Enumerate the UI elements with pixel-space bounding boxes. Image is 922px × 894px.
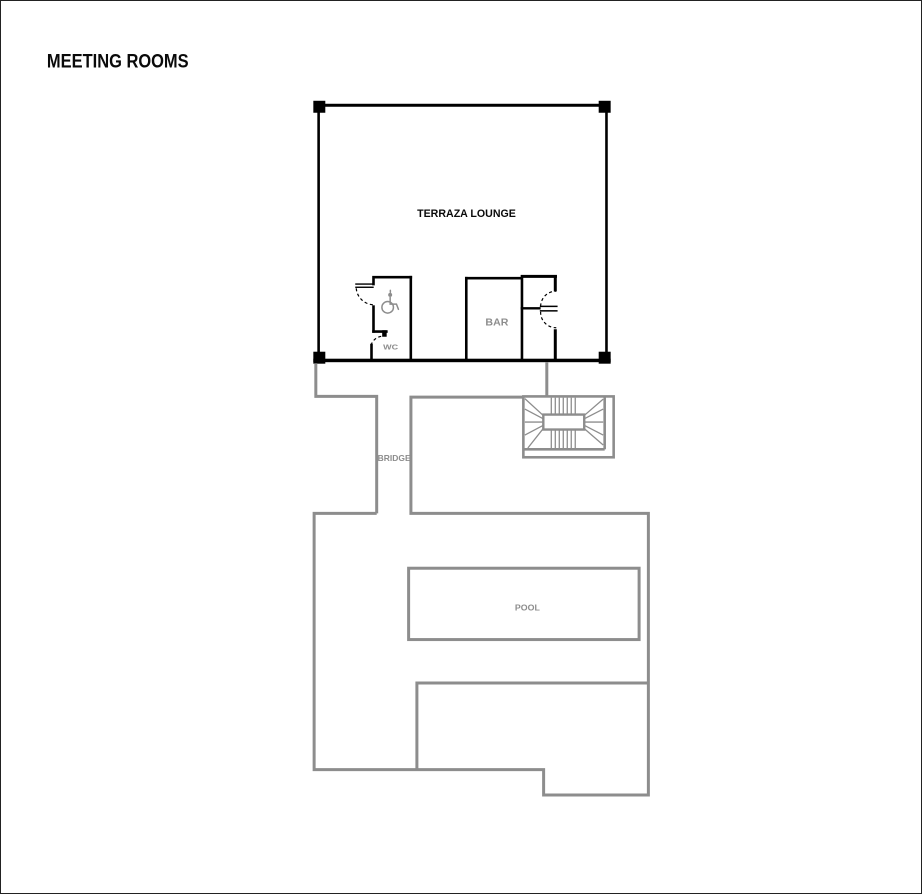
stair-treads-lower <box>550 429 576 449</box>
stairwell <box>522 395 615 459</box>
stair-winder <box>584 424 604 436</box>
page-title: MEETING ROOMS <box>47 51 189 72</box>
wc-south-wall <box>372 330 388 333</box>
bridge-west-path <box>314 363 379 514</box>
wheelchair-accessible-icon <box>381 289 400 314</box>
stair-winder <box>527 428 544 449</box>
bridge-label: BRIDGE <box>378 454 411 463</box>
service-mid-wall <box>520 307 541 310</box>
bar-north-wall <box>464 276 523 280</box>
lounge-east-wall <box>605 106 608 360</box>
stair-winders-left <box>524 398 544 449</box>
wc-door-leaf <box>355 283 374 285</box>
wheelchair-icon-head <box>388 292 393 297</box>
lounge-west-wall <box>317 106 320 360</box>
stair-outer-box <box>522 395 615 459</box>
stair-winder <box>584 428 604 446</box>
pool-label: POOL <box>515 603 540 613</box>
pool-terrace: BRIDGE POOL <box>312 362 650 797</box>
service-north-wall <box>520 274 557 278</box>
service-room <box>520 274 558 361</box>
wc-door-swing-arc <box>355 288 374 306</box>
wc-label: WC <box>383 343 399 352</box>
wc-room <box>355 275 413 362</box>
stair-winder <box>524 398 544 416</box>
stair-winder <box>584 408 604 420</box>
bar-room: BAR <box>464 276 524 361</box>
wc-vestibule: WC <box>370 330 399 361</box>
lounge-label: TERRAZA LOUNGE <box>417 208 516 220</box>
terrace-outline <box>312 395 650 797</box>
service-east-wall-lower <box>553 329 557 361</box>
stair-winders-right <box>584 398 604 446</box>
terrace-inner-structure <box>415 681 648 770</box>
wheelchair-icon-wheel <box>381 300 395 314</box>
stair-treads-upper <box>550 397 576 415</box>
wc-west-wall-upper <box>372 278 375 286</box>
bar-east-wall <box>520 276 524 361</box>
corner-column-bottom-right <box>598 351 611 364</box>
service-door-leaf <box>539 305 558 308</box>
bar-west-wall <box>464 276 468 361</box>
stair-winder <box>524 408 544 420</box>
terraza-lounge-room: TERRAZA LOUNGE <box>313 100 611 364</box>
vestibule-west-wall <box>370 343 373 361</box>
vestibule-door-leaf <box>382 330 387 337</box>
wc-west-wall-lower <box>372 305 375 333</box>
stair-landing <box>542 413 586 431</box>
lounge-north-wall <box>319 103 605 107</box>
service-lower-door-swing-arc <box>540 311 557 329</box>
service-upper-door-swing-arc <box>540 290 557 307</box>
wc-east-wall <box>409 275 413 362</box>
stair-winder <box>524 424 544 436</box>
stair-winder <box>584 398 604 416</box>
bar-label: BAR <box>485 317 508 328</box>
wc-door-leaf <box>355 286 374 288</box>
service-east-wall-upper <box>553 277 557 292</box>
lounge-south-wall <box>313 358 611 363</box>
pool-outline <box>407 566 641 642</box>
wc-north-wall <box>372 275 413 279</box>
service-door-leaf <box>539 310 558 312</box>
